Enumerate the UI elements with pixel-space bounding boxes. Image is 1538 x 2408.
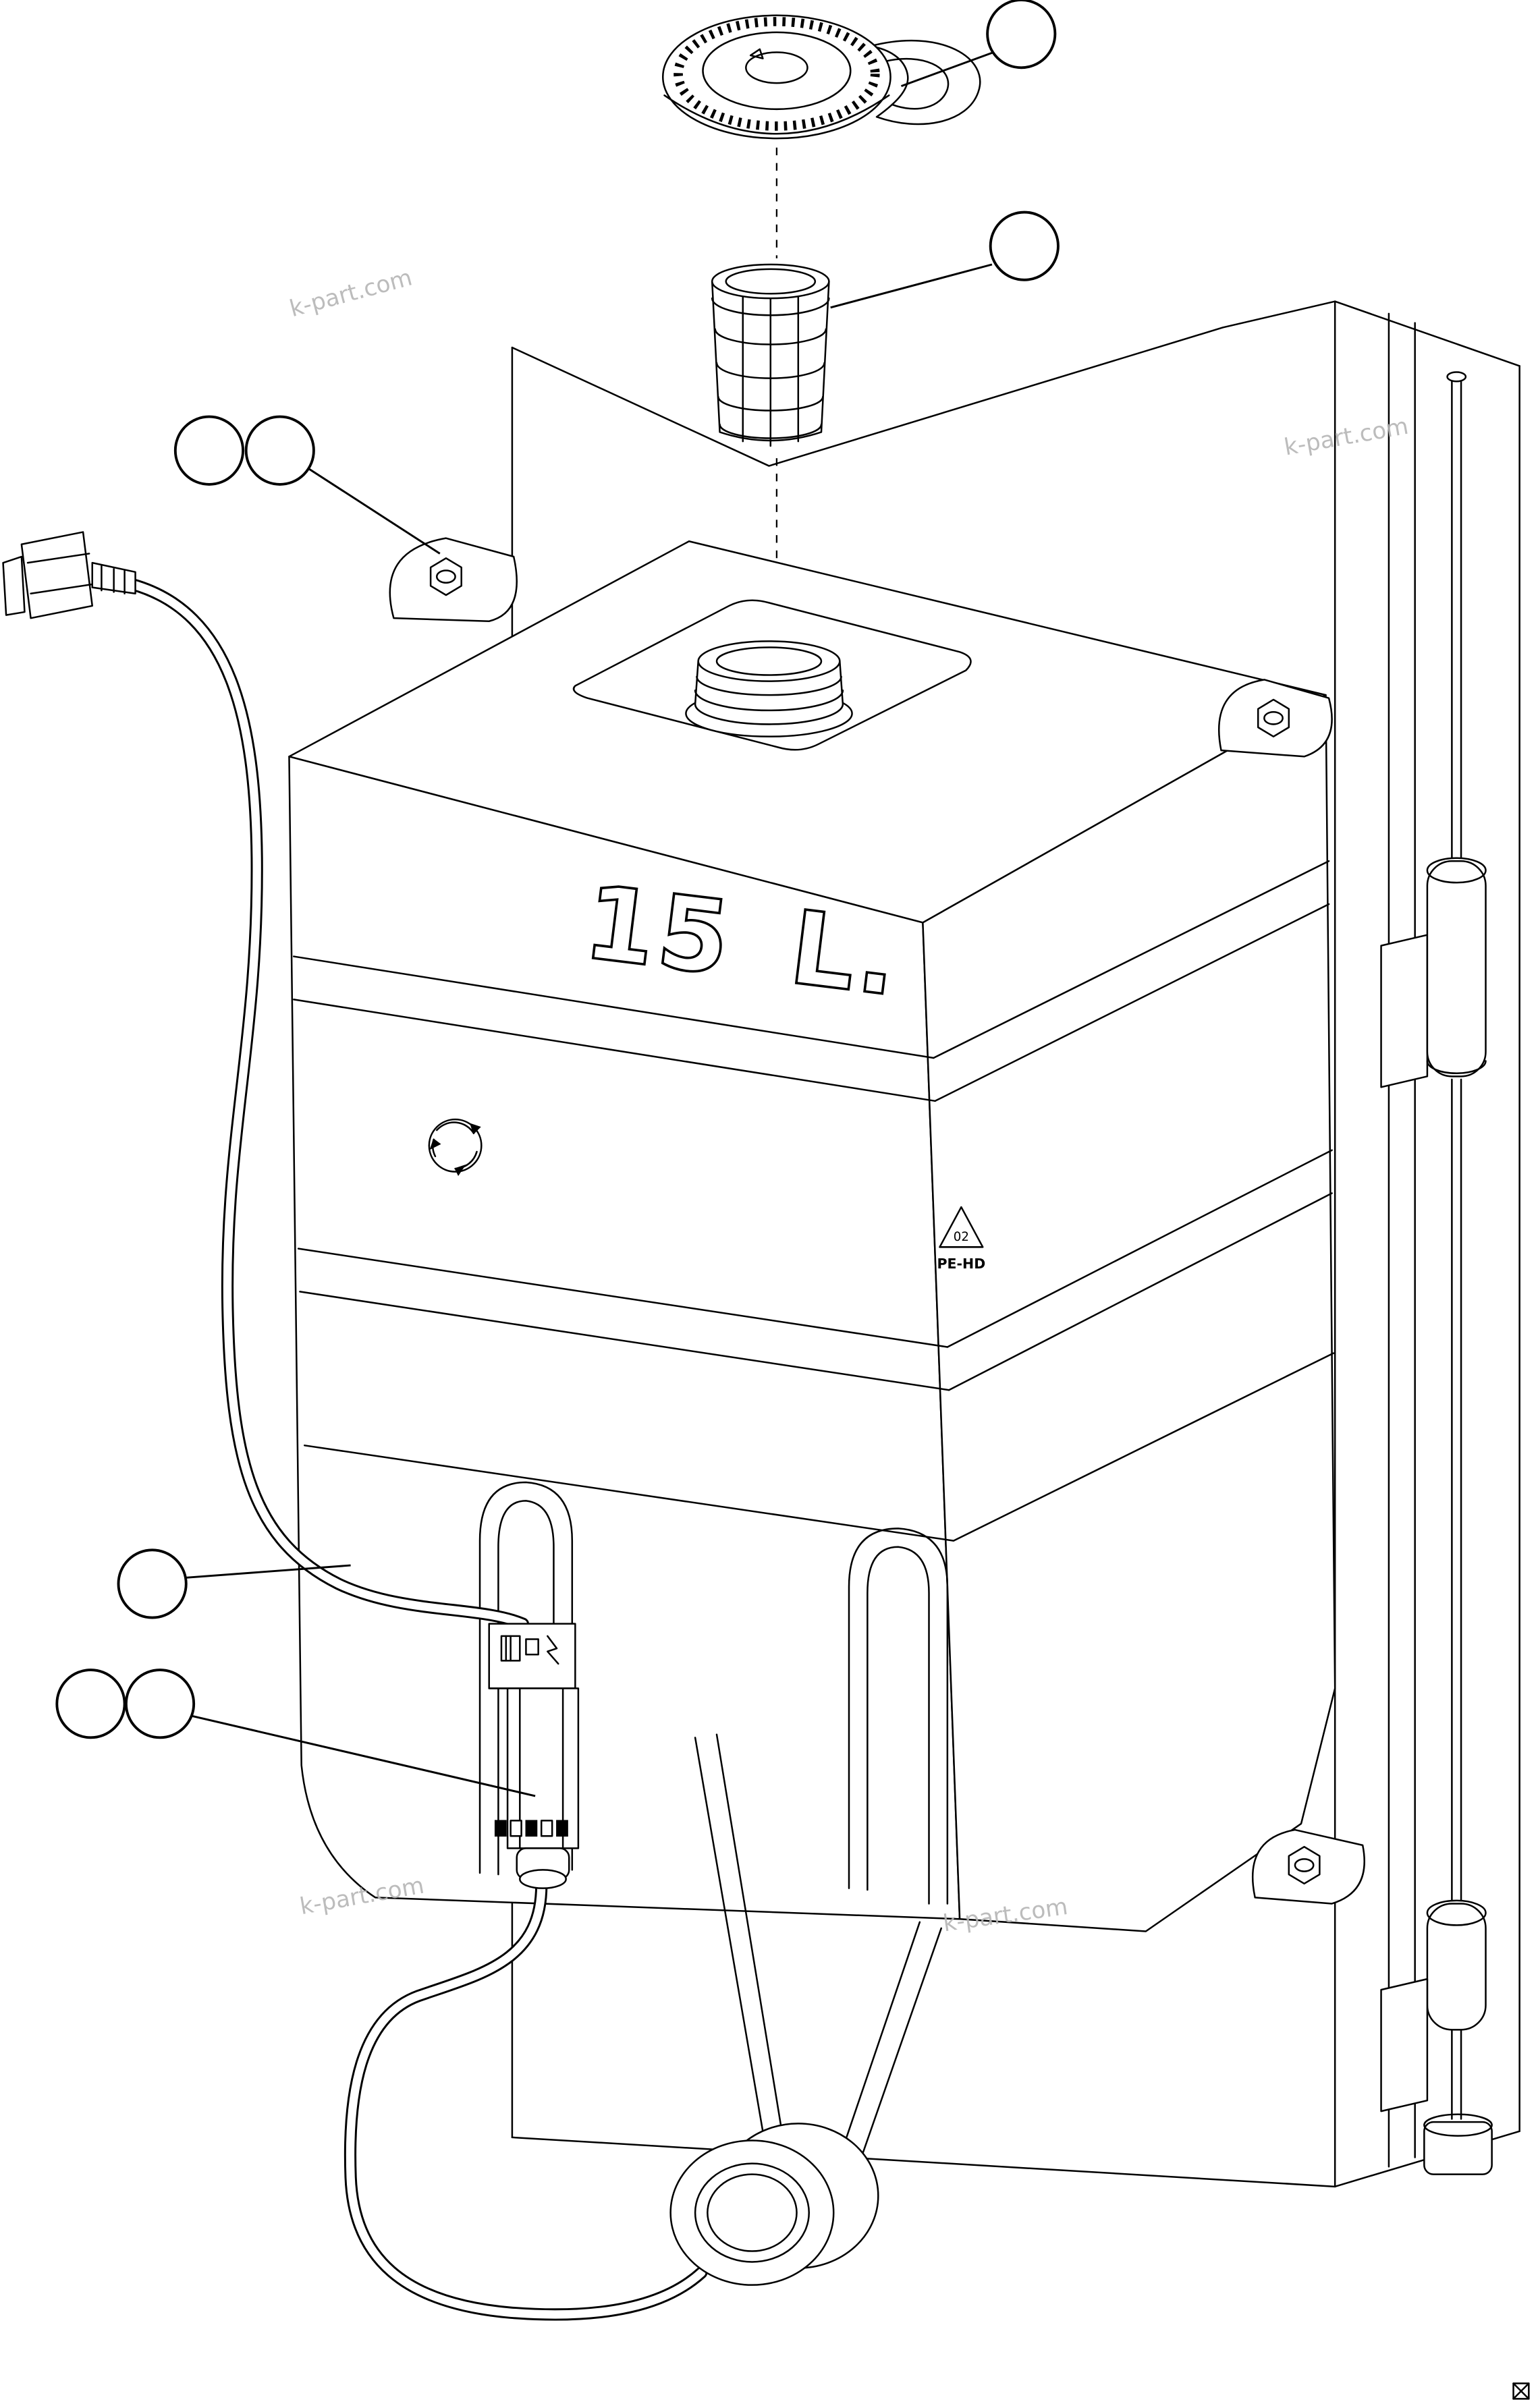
callout-screw-b[interactable]	[244, 415, 315, 486]
recycling-icon	[428, 1118, 483, 1177]
watermark-text: k-part.com	[1282, 413, 1410, 461]
corner-mark-icon	[1512, 2382, 1530, 2400]
lower-hinge-pin	[1426, 1903, 1487, 2031]
cap-warning-mark	[749, 48, 764, 59]
bolt-icon	[1257, 698, 1290, 737]
callout-pump-b[interactable]	[124, 1669, 196, 1739]
upper-hinge-bracket	[1380, 934, 1429, 1088]
wall-bracket	[511, 300, 1520, 2188]
pump-assembly	[488, 1623, 580, 1889]
watermark-text: k-part.com	[287, 264, 415, 323]
cap-tether	[869, 39, 981, 125]
supply-hose	[126, 578, 708, 2321]
callout-filler-cap[interactable]	[986, 0, 1057, 69]
bracket-foot	[1423, 2121, 1493, 2175]
material-name-label: PE-HD	[937, 1256, 986, 1272]
callout-screw-b-leader	[308, 468, 441, 555]
bolt-icon	[1288, 1845, 1321, 1885]
tank-side-face	[922, 694, 1336, 1932]
callout-tank-body[interactable]	[117, 1548, 188, 1619]
lower-hinge-bracket	[1380, 1978, 1429, 2112]
callout-screw-a[interactable]	[173, 415, 245, 486]
tank-body: 02 PE-HD 15 L.	[288, 537, 1366, 1932]
material-triangle-icon: 02 PE-HD	[937, 1206, 986, 1272]
material-code-label: 02	[954, 1230, 969, 1244]
callout-filler-cap-leader	[900, 51, 994, 88]
callout-strainer[interactable]	[989, 211, 1060, 281]
tank-front-face	[288, 756, 961, 1920]
drain-outlet	[669, 1733, 943, 2286]
bolt-icon	[429, 557, 462, 596]
hose-connector	[2, 531, 136, 619]
callout-strainer-leader	[830, 263, 993, 309]
spark-icon	[547, 1635, 559, 1665]
filler-neck	[685, 640, 853, 737]
callout-tank-body-leader	[186, 1564, 351, 1579]
strainer-filter	[711, 263, 830, 447]
callout-layer	[55, 0, 1060, 1797]
filler-cap	[661, 14, 981, 140]
callout-pump-a[interactable]	[55, 1669, 126, 1739]
callout-pump-b-leader	[192, 1714, 536, 1797]
upper-hinge-pin	[1426, 860, 1487, 1077]
